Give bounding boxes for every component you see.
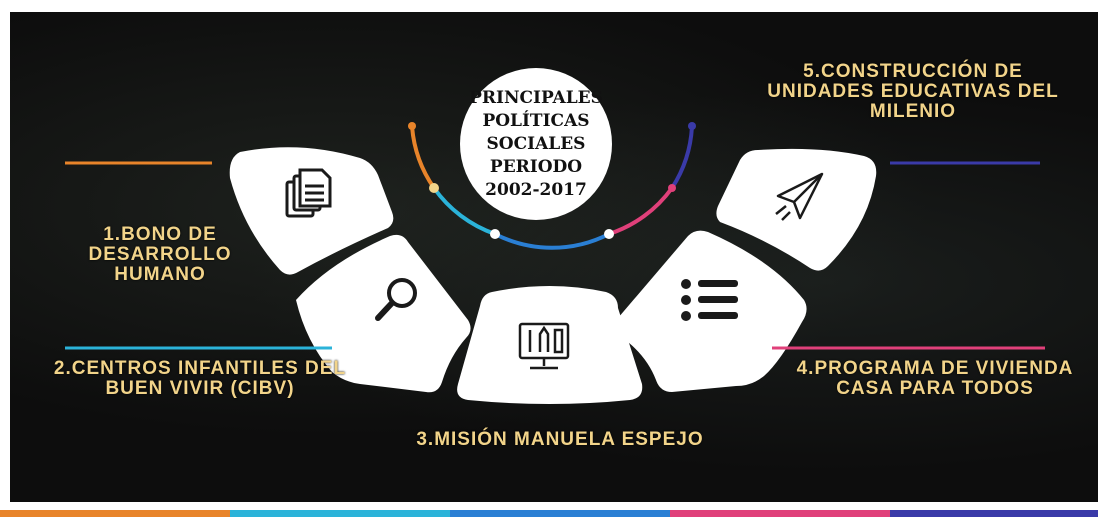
documents-icon	[285, 168, 332, 218]
arc-dot	[668, 184, 676, 192]
label-item-4: 4.PROGRAMA DE VIVIENDA CASA PARA TODOS	[770, 359, 1098, 399]
title-line: PRINCIPALES	[469, 87, 603, 108]
bottom-bar-orange	[0, 510, 230, 517]
label-line: 3.MISIÓN MANUELA ESPEJO	[416, 429, 704, 450]
arc-dot	[490, 229, 500, 239]
label-line: HUMANO	[114, 264, 206, 285]
title-line: PERIODO	[489, 156, 583, 177]
checklist-icon	[681, 279, 738, 321]
label-line: 2.CENTROS INFANTILES DEL	[53, 358, 347, 379]
title-line: POLÍTICAS	[482, 110, 590, 131]
label-item-5: 5.CONSTRUCCIÓN DE UNIDADES EDUCATIVAS DE…	[740, 62, 1086, 122]
arc-segment-teal	[432, 186, 496, 236]
magnifier-icon	[375, 278, 417, 321]
label-line: DESARROLLO	[88, 244, 232, 265]
label-line: CASA PARA TODOS	[836, 378, 1034, 399]
label-line: 5.CONSTRUCCIÓN DE	[803, 61, 1023, 82]
title-circle: PRINCIPALES POLÍTICAS SOCIALES PERIODO 2…	[460, 68, 612, 220]
title-line: SOCIALES	[486, 133, 586, 154]
arc-segment-blue	[494, 232, 610, 250]
bottom-bar-pink	[670, 510, 890, 517]
arc-segment-orange	[410, 125, 436, 190]
bottom-bar-indigo	[890, 510, 1098, 517]
label-item-2: 2.CENTROS INFANTILES DEL BUEN VIVIR (CIB…	[30, 359, 370, 399]
label-line: UNIDADES EDUCATIVAS DEL	[767, 81, 1059, 102]
segment-tile-4	[615, 230, 807, 392]
label-line: MILENIO	[869, 101, 957, 122]
label-line: 4.PROGRAMA DE VIVIENDA	[796, 358, 1074, 379]
title-line: 2002-2017	[485, 179, 587, 200]
label-item-1: 1.BONO DE DESARROLLO HUMANO	[70, 225, 250, 285]
arc-dot	[408, 122, 416, 130]
arc-dot	[604, 229, 614, 239]
arc-segment-indigo	[670, 125, 694, 190]
label-line: BUEN VIVIR (CIBV)	[105, 378, 295, 399]
bottom-bar-teal	[230, 510, 450, 517]
label-line: 1.BONO DE	[103, 224, 217, 245]
label-item-3: 3.MISIÓN MANUELA ESPEJO	[390, 430, 730, 450]
arc-dot	[688, 122, 696, 130]
design-monitor-icon	[518, 322, 570, 370]
paper-plane-icon	[775, 172, 824, 221]
segment-tile-3	[457, 286, 643, 404]
arc-dot	[429, 183, 439, 193]
arc-segment-pink	[608, 186, 674, 236]
bottom-bar-blue	[450, 510, 670, 517]
